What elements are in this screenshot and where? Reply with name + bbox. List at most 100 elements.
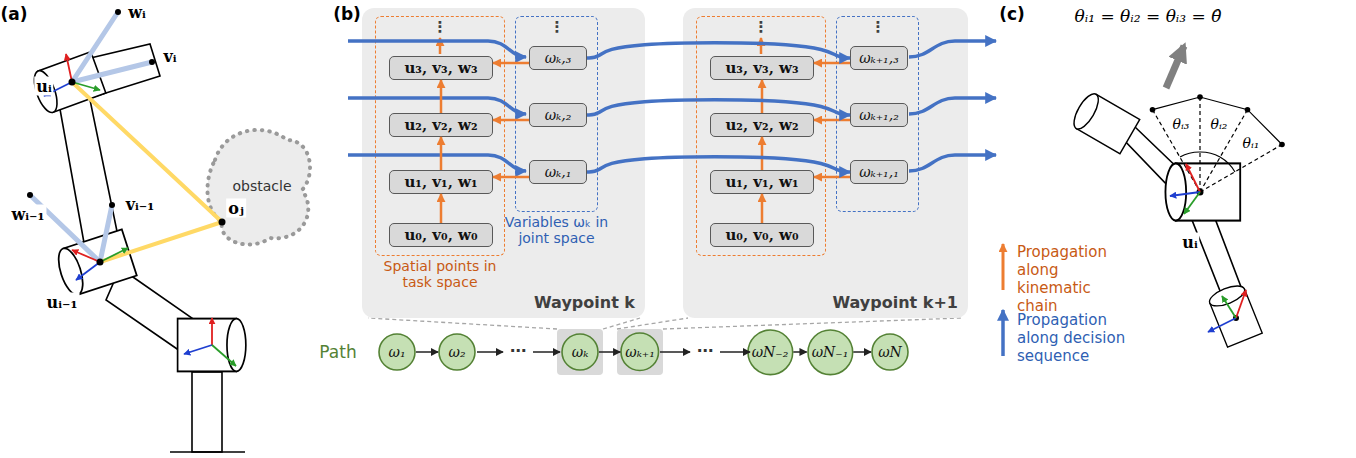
circle-outline bbox=[621, 333, 659, 371]
panel-tag: (b) bbox=[333, 4, 361, 24]
robot-arm bbox=[1122, 126, 1186, 190]
robot-arm bbox=[1207, 282, 1262, 347]
panel-tag: (a) bbox=[0, 4, 27, 24]
group-label: Variables ωₖ in joint space bbox=[505, 214, 609, 246]
decision-flow bbox=[909, 98, 996, 114]
coordinate-frame bbox=[72, 250, 100, 262]
spatial-point bbox=[109, 202, 115, 208]
path-arrow bbox=[599, 351, 620, 353]
circle-outline bbox=[562, 334, 598, 370]
guide-line bbox=[368, 318, 557, 329]
path-node: ω₁ bbox=[378, 333, 416, 371]
angle-label: θᵢ₂ bbox=[1210, 116, 1229, 132]
spatial-point bbox=[27, 192, 33, 198]
node-label: u₀, v₀, w₀ bbox=[725, 226, 798, 244]
joint-space-group: ωₖ₊₁,₁ωₖ₊₁,₂ωₖ₊₁,₃ bbox=[836, 16, 919, 212]
propagation-arrow bbox=[439, 38, 442, 54]
spatial-point bbox=[149, 59, 155, 65]
node-label: ωₖ₊₁,₃ bbox=[859, 50, 899, 66]
link-point bbox=[1279, 142, 1285, 148]
node-label: ωₖ,₃ bbox=[545, 50, 572, 66]
vector-line bbox=[72, 12, 118, 82]
spatial-point-box: u₃, v₃, w₃ bbox=[710, 56, 814, 80]
spatial-point-box: u₀, v₀, w₀ bbox=[710, 223, 814, 247]
vector-label: wᵢ₋₁ bbox=[9, 205, 46, 224]
circle-outline bbox=[379, 334, 415, 370]
node-label: ωₖ,₂ bbox=[545, 107, 572, 123]
row-label: Path bbox=[319, 342, 356, 362]
angle-label: θᵢ₁ bbox=[1242, 135, 1261, 151]
continuation-mark: ⋮ bbox=[433, 18, 448, 36]
legend-text: Propagation along kinematic chain bbox=[1017, 243, 1127, 315]
link-point bbox=[1233, 315, 1239, 321]
path-node: ωₖ₊₁ bbox=[620, 332, 660, 372]
robot-arm bbox=[1069, 90, 1139, 154]
vector-label: vᵢ₋₁ bbox=[124, 195, 157, 214]
robot-arm bbox=[30, 52, 106, 116]
decision-flow bbox=[348, 155, 526, 171]
legend-arrow bbox=[1001, 310, 1005, 356]
angle-fan bbox=[1153, 97, 1283, 192]
angle-fan bbox=[1180, 152, 1200, 157]
coordinate-frame bbox=[44, 54, 236, 366]
kinematic-arrow bbox=[761, 194, 764, 223]
node-label: ωₖ₊₁,₁ bbox=[859, 164, 899, 180]
waypoint-highlight bbox=[617, 329, 663, 375]
link-point bbox=[1245, 107, 1251, 113]
spatial-point bbox=[27, 9, 226, 266]
kinematic-arrow bbox=[761, 137, 764, 170]
coordinate-frame bbox=[1184, 192, 1200, 214]
link-point bbox=[1150, 107, 1156, 113]
robot-arm bbox=[170, 451, 245, 453]
path-arrow bbox=[533, 351, 560, 353]
angle-fan bbox=[1220, 157, 1235, 172]
continuation-mark: ⋮ bbox=[871, 18, 886, 36]
propagation-arrow bbox=[760, 38, 763, 54]
angle-fan bbox=[1200, 145, 1282, 193]
node-label: u₂, v₂, w₂ bbox=[725, 116, 798, 134]
spatial-point-box: u₃, v₃, w₃ bbox=[389, 56, 493, 80]
variable-box: ωₖ₊₁,₃ bbox=[850, 46, 908, 70]
obstacle-cloud bbox=[207, 130, 310, 245]
spatial-point-box: u₂, v₂, w₂ bbox=[389, 113, 493, 137]
angle-fan bbox=[1200, 110, 1248, 192]
kinematic-arrow bbox=[761, 80, 764, 113]
guide-line bbox=[368, 318, 962, 329]
kinematic-arrow bbox=[814, 62, 850, 65]
obstacle-cloud bbox=[207, 130, 310, 245]
coordinate-frame bbox=[1222, 296, 1236, 318]
angle-fan bbox=[1199, 97, 1200, 192]
spatial-point bbox=[219, 219, 226, 226]
legend-arrow bbox=[1002, 244, 1005, 290]
guide-line bbox=[617, 318, 688, 329]
circle-outline bbox=[439, 334, 475, 370]
coordinate-frame bbox=[1208, 318, 1236, 332]
guide-line bbox=[603, 318, 640, 329]
waypoint-highlight bbox=[557, 329, 663, 375]
waypoint-panel: Waypoint k+1u₀, v₀, w₀u₁, v₁, w₁u₂, v₂, … bbox=[683, 8, 968, 318]
coordinate-frame bbox=[66, 54, 72, 82]
waypoint-highlight bbox=[557, 329, 603, 375]
spatial-point-box: u₁, v₁, w₁ bbox=[710, 170, 814, 194]
panel-tag: (c) bbox=[999, 4, 1025, 24]
coordinate-frame bbox=[76, 262, 100, 280]
decision-arrow bbox=[587, 157, 850, 172]
legend-text: Propagation along decision sequence bbox=[1017, 311, 1127, 365]
robot-arm bbox=[192, 372, 222, 452]
path-arrow bbox=[853, 351, 871, 353]
decision-arrow bbox=[587, 43, 850, 58]
robot-arm bbox=[54, 229, 137, 297]
angle-fan bbox=[1153, 110, 1201, 192]
coordinate-frame bbox=[184, 345, 212, 354]
vector-line bbox=[30, 12, 222, 262]
decision-flow bbox=[909, 41, 996, 57]
kinematic-arrow bbox=[440, 137, 443, 170]
vector-line bbox=[72, 82, 222, 222]
legend-arrow bbox=[1003, 244, 1004, 356]
decision-flow bbox=[348, 98, 526, 114]
path-node: ωₖ bbox=[561, 333, 599, 371]
robot-arm bbox=[30, 44, 246, 452]
